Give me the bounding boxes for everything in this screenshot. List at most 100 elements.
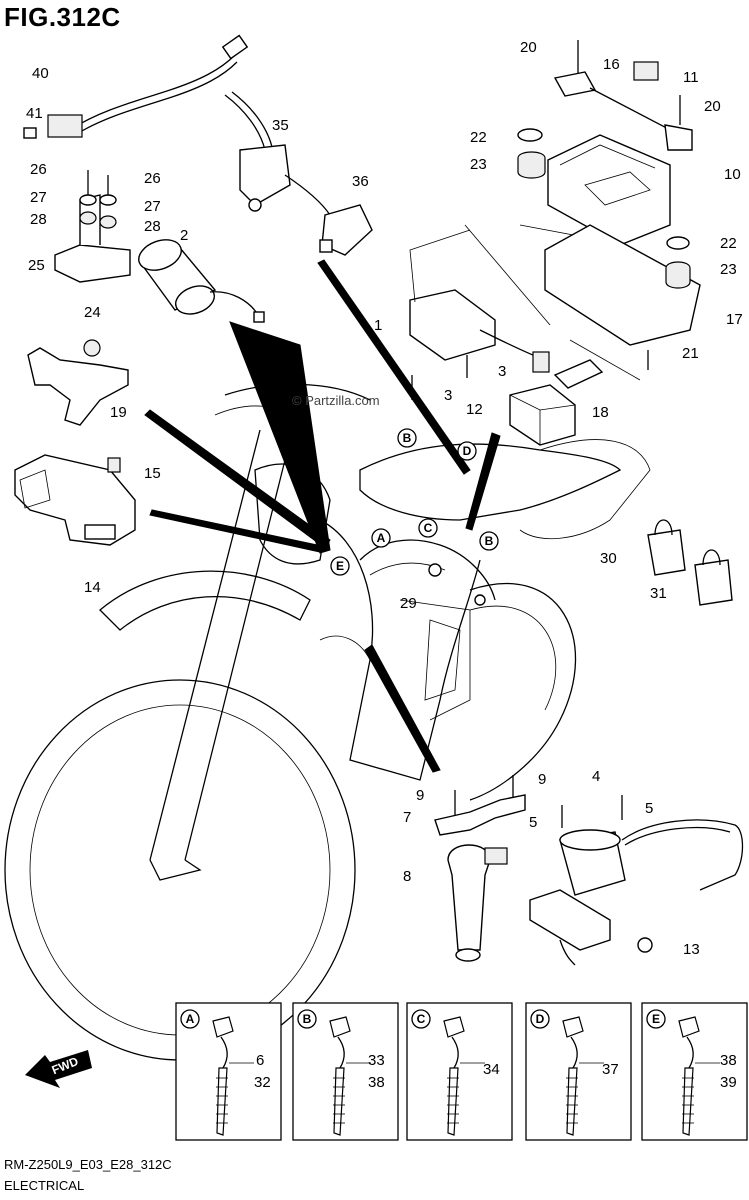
part-19-bracket — [27, 339, 129, 426]
callout-32: 32 — [254, 1074, 271, 1091]
frame — [319, 519, 481, 781]
rear-wheel — [469, 583, 576, 801]
callout-12: 12 — [466, 401, 483, 418]
svg-text:C: C — [417, 1012, 426, 1026]
part-40-harness — [23, 34, 249, 139]
callout-22: 22 — [470, 129, 487, 146]
pointer-19 — [144, 409, 331, 549]
part-22b-grommet — [666, 236, 690, 250]
part-25-bracket — [54, 170, 131, 283]
callout-13: 13 — [683, 941, 700, 958]
detail-boxes: A B C D E — [175, 1002, 748, 1141]
svg-text:B: B — [303, 1012, 312, 1026]
part-23-cushion — [517, 151, 546, 179]
callout-11: 11 — [683, 69, 699, 86]
svg-text:C: C — [424, 521, 433, 535]
part-10-ecm — [547, 134, 671, 246]
part-15-bolt — [107, 457, 121, 473]
svg-text:D: D — [536, 1012, 545, 1026]
pointer-arrows — [144, 259, 501, 773]
part-27-washer — [79, 194, 97, 206]
callout-34: 34 — [483, 1061, 500, 1078]
callout-9: 9 — [416, 787, 425, 804]
part-41-terminal — [23, 127, 37, 139]
svg-text:A: A — [186, 1012, 195, 1026]
callout-2: 2 — [180, 227, 189, 244]
callout-17: 17 — [726, 311, 743, 328]
view-marker-a: A — [371, 528, 391, 548]
callout-26: 26 — [144, 170, 161, 187]
callout-27: 27 — [144, 198, 161, 215]
callout-10: 10 — [724, 166, 741, 183]
svg-text:A: A — [377, 531, 386, 545]
svg-text:D: D — [463, 444, 472, 458]
svg-text:E: E — [336, 559, 344, 573]
view-marker-e: E — [330, 556, 350, 576]
svg-text:B: B — [403, 431, 412, 445]
part-16-strap — [553, 71, 597, 97]
callout-19: 19 — [110, 404, 127, 421]
part-13-bracket — [529, 889, 611, 951]
callout-37: 37 — [602, 1061, 619, 1078]
pointer-12 — [465, 432, 501, 531]
callout-24: 24 — [84, 304, 101, 321]
callout-15: 15 — [144, 465, 161, 482]
fwd-direction-badge: FWD — [25, 1050, 92, 1088]
callout-20: 20 — [704, 98, 721, 115]
callout-14: 14 — [84, 579, 101, 596]
view-markers: B D A C B E — [330, 428, 499, 576]
callout-26: 26 — [30, 161, 47, 178]
ecm-assembly — [464, 40, 701, 389]
callout-6: 6 — [256, 1052, 265, 1069]
callout-25: 25 — [28, 257, 45, 274]
view-marker-c: C — [418, 518, 438, 538]
detail-box-c: C — [406, 1002, 513, 1141]
detail-box-e: E — [641, 1002, 748, 1141]
callout-16: 16 — [603, 56, 620, 73]
front-fender — [99, 570, 311, 631]
callout-20: 20 — [520, 39, 537, 56]
motorcycle-outline — [4, 383, 651, 1061]
part-28-grommet — [79, 211, 97, 225]
callout-28: 28 — [144, 218, 161, 235]
callout-8: 8 — [403, 868, 412, 885]
part-35-switch — [224, 91, 331, 216]
lower-ignition-parts — [434, 775, 744, 966]
callout-29: 29 — [400, 595, 417, 612]
detail-box-d: D — [525, 1002, 632, 1141]
figure-name: ELECTRICAL — [4, 1178, 85, 1193]
callout-28: 28 — [30, 211, 47, 228]
figure-code: RM-Z250L9_E03_E28_312C — [4, 1157, 172, 1172]
callout-30: 30 — [600, 550, 617, 567]
part-17-tray — [544, 224, 701, 346]
pointer-8 — [364, 644, 441, 773]
view-marker-b: B — [479, 531, 499, 551]
part-1-regulator — [409, 229, 550, 400]
part-30-fuse — [647, 519, 686, 576]
part-7-clamp — [434, 794, 526, 836]
part-36-switch — [319, 204, 373, 256]
callout-22: 22 — [720, 235, 737, 252]
part-22-grommet — [517, 128, 543, 142]
detail-box-b: B — [292, 1002, 399, 1141]
detail-box-a: A — [175, 1002, 282, 1141]
callout-38: 38 — [368, 1074, 385, 1091]
pointer-36 — [317, 259, 471, 475]
figure-title: FIG.312C — [4, 2, 121, 32]
callout-40: 40 — [32, 65, 49, 82]
callout-23: 23 — [720, 261, 737, 278]
front-rim — [29, 704, 331, 1036]
callout-36: 36 — [352, 173, 369, 190]
svg-text:E: E — [652, 1012, 660, 1026]
fork-right — [184, 439, 291, 861]
part-12-relay — [509, 384, 576, 446]
part-24-grommet — [83, 339, 101, 357]
part-18-bracket — [553, 359, 604, 389]
callout-27: 27 — [30, 189, 47, 206]
callout-7: 7 — [403, 809, 412, 826]
pointer-14 — [149, 509, 323, 553]
fork-left — [149, 429, 261, 861]
callout-31: 31 — [650, 585, 667, 602]
view-marker-d: D — [457, 441, 477, 461]
